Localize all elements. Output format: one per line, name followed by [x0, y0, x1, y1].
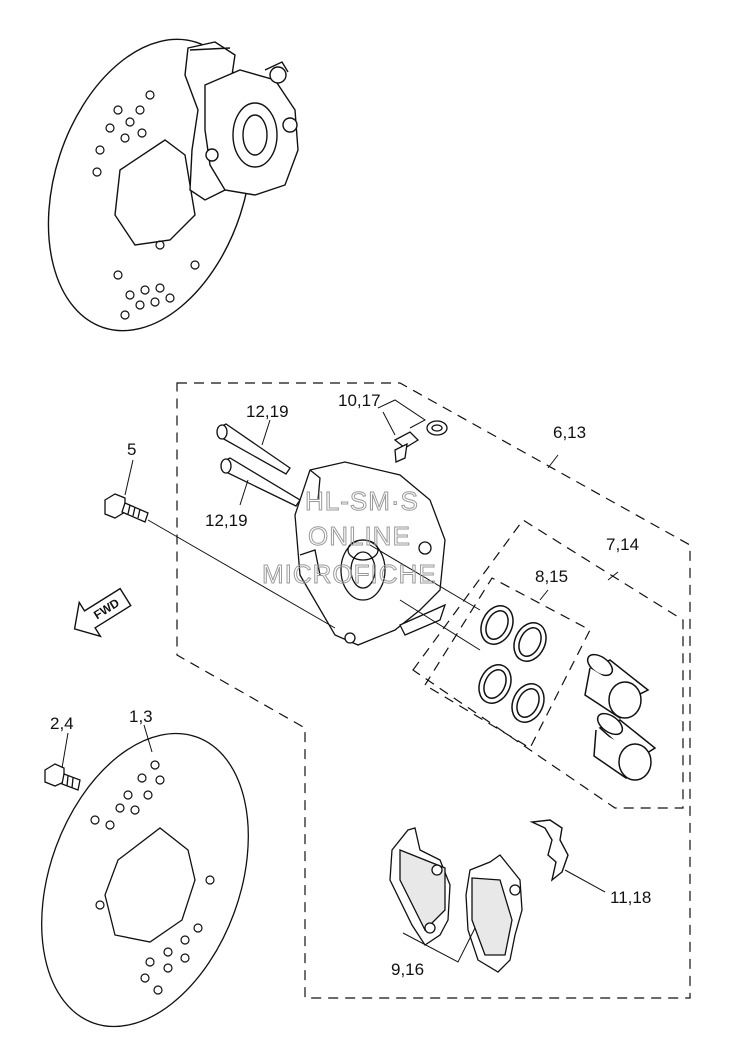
part-labels: 5 10,17 6,13 12,19 12,19 7,14 8,15 2,4 1…: [50, 391, 651, 979]
watermark-line-1: HL-SM·S: [305, 486, 419, 516]
label-part-7-14: 7,14: [606, 535, 639, 554]
label-part-9-16: 9,16: [391, 960, 424, 979]
outline-piston-kit: [412, 519, 684, 809]
watermark-line-2: ONLINE: [308, 521, 411, 551]
assembled-disc-holes: [92, 90, 200, 320]
watermark-line-3: MICROFICHE: [262, 559, 437, 589]
bleeder-screw: [393, 420, 448, 463]
outline-seal-kit: [424, 577, 591, 749]
disc-hub: [104, 827, 196, 943]
fwd-arrow-shape: [73, 587, 132, 638]
caliper-pistons: [584, 653, 657, 781]
piston-seals: [478, 605, 547, 723]
outline-caliper-assembly: [176, 382, 691, 999]
assembled-disc-hub: [114, 139, 196, 246]
brake-disc: [41, 732, 249, 1028]
pad-spring: [529, 819, 569, 882]
caliper-body-exploded: [294, 461, 447, 646]
brake-pads: [389, 827, 523, 973]
label-part-11-18: 11,18: [610, 888, 651, 907]
label-part-8-15: 8,15: [535, 567, 568, 586]
label-part-5: 5: [127, 440, 136, 459]
slide-pin-lower: [220, 457, 301, 507]
label-part-12-19-bottom: 12,19: [205, 511, 248, 530]
leader-lines: [61, 399, 619, 963]
label-part-2-4: 2,4: [50, 714, 74, 733]
assembled-brake-view: [47, 38, 299, 332]
label-part-6-13: 6,13: [553, 423, 586, 442]
label-part-1-3: 1,3: [129, 707, 153, 726]
label-part-12-19-top: 12,19: [246, 402, 289, 421]
disc-holes: [90, 760, 215, 995]
disc-bolt: [44, 763, 81, 791]
forward-arrow: FWD: [73, 587, 132, 638]
slide-pin-upper: [216, 423, 291, 475]
label-part-10-17: 10,17: [338, 391, 381, 410]
group-outlines: [176, 382, 691, 999]
watermark: HL-SM·S ONLINE MICROFICHE: [262, 486, 437, 590]
assembled-caliper-body: [204, 69, 299, 196]
bolt-5: [104, 493, 149, 523]
